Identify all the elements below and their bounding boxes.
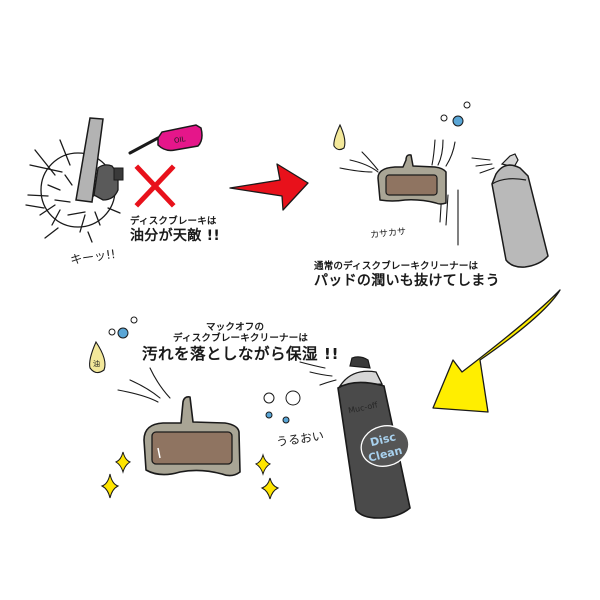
brake-pad-moist-icon	[143, 396, 241, 477]
yellow-arrow-icon	[432, 289, 561, 413]
bubbles-top-icon	[108, 316, 138, 339]
red-arrow-icon	[229, 163, 309, 211]
oil-bottle-icon	[128, 124, 203, 155]
caliper-icon	[93, 164, 124, 201]
panel1-caption-small: ディスクブレーキは	[130, 216, 217, 227]
sparkles-icon	[100, 451, 280, 500]
bubbles-icon	[440, 101, 471, 127]
can-label-disc: Disc	[369, 430, 397, 449]
panel3-caption-top: マックオフの	[206, 322, 265, 333]
oil-bottle-label: OIL	[173, 135, 186, 145]
panel2-caption-small: 通常のディスクブレーキクリーナーは	[314, 261, 479, 272]
red-x-icon	[134, 164, 176, 208]
motion-lines-pad-icon	[117, 361, 337, 403]
panel2-caption-large: パッドの潤いも抜けてしまう	[314, 273, 500, 289]
muc-off-spray-can-icon	[337, 356, 411, 519]
spray-can-grey-icon	[491, 153, 549, 268]
panel3-caption-small: ディスクブレーキクリーナーは	[173, 333, 309, 344]
motion-lines-icon	[339, 139, 495, 246]
brake-pad-dry-icon	[377, 154, 447, 205]
panel3-caption-large: 汚れを落としながら保湿 !!	[142, 345, 340, 363]
fork-leg-icon	[75, 117, 104, 203]
oil-drop-icon	[333, 123, 346, 151]
panel1-caption-large: 油分が天敵 !!	[130, 228, 221, 244]
bubbles-moist-icon	[263, 390, 301, 424]
oil-drop-char: 油	[93, 359, 100, 368]
oil-drop-large-icon	[89, 340, 106, 374]
